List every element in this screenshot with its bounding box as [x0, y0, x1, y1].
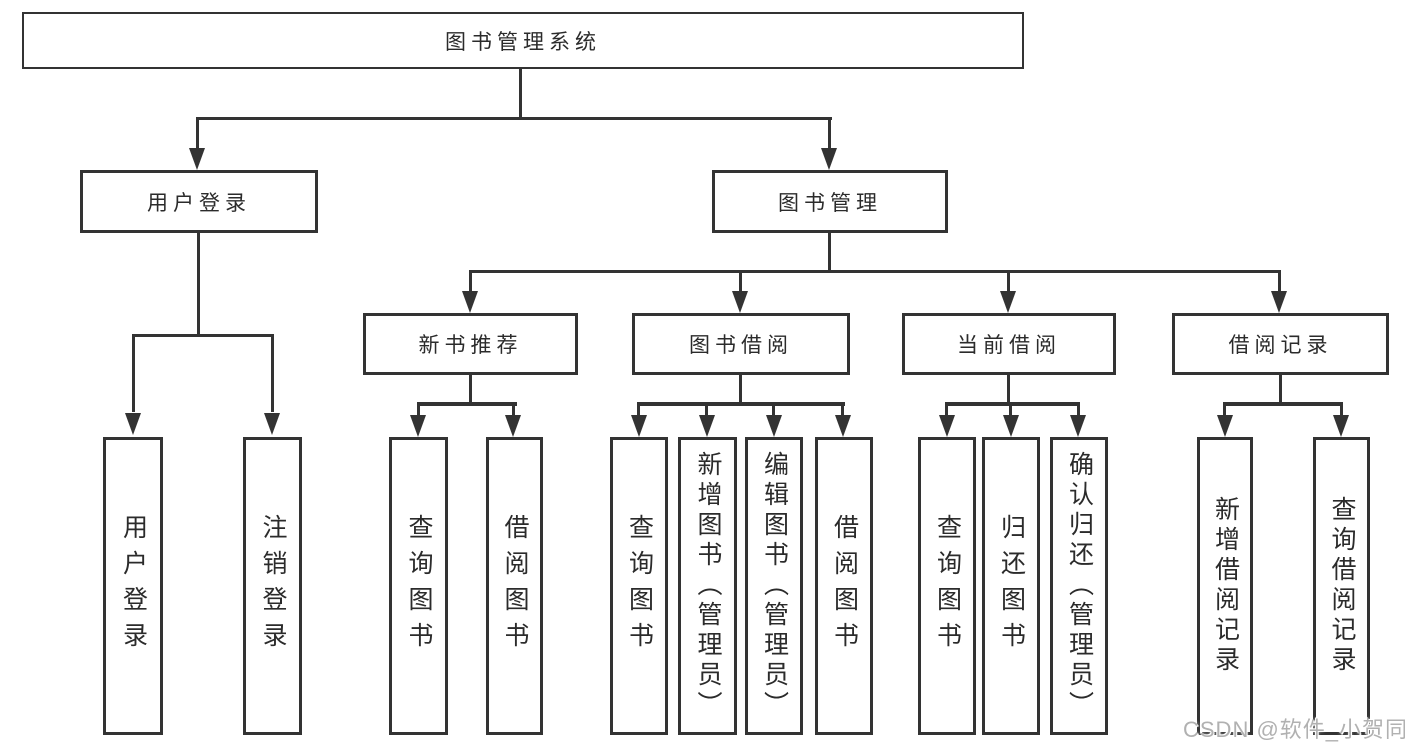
node-label: 新增图书（管理员） [694, 451, 722, 721]
leaf-borrow-books: 借阅图书 [486, 437, 543, 735]
node-label: 当前借阅 [957, 334, 1061, 357]
connector-line [772, 402, 775, 415]
connector-line [196, 117, 832, 120]
leaf-add-books-admin: 新增图书（管理员） [678, 437, 737, 735]
connector-line [1007, 375, 1010, 404]
connector-line [828, 117, 831, 152]
arrow-down-icon [1070, 415, 1086, 437]
arrow-down-icon [505, 415, 521, 437]
arrow-down-icon [1333, 415, 1349, 437]
node-label: 查询图书 [625, 514, 654, 658]
connector-line [945, 402, 948, 415]
connector-line [469, 270, 472, 291]
node-root: 图书管理系统 [22, 12, 1024, 69]
node-book-management: 图书管理 [712, 170, 948, 233]
connector-line [196, 117, 199, 152]
node-label: 用户登录 [147, 191, 251, 215]
connector-line [469, 270, 1281, 273]
node-label: 借阅记录 [1228, 334, 1333, 357]
watermark: CSDN @软件_小贺同学 [1183, 717, 1405, 742]
connector-line [417, 402, 420, 415]
node-label: 图书管理 [778, 191, 882, 215]
connector-line [637, 402, 640, 415]
arrow-down-icon [699, 415, 715, 437]
leaf-add-borrow-record: 新增借阅记录 [1197, 437, 1253, 735]
arrow-down-icon [939, 415, 955, 437]
node-label: 图书管理系统 [445, 30, 601, 54]
node-label: 编辑图书（管理员） [760, 451, 789, 721]
connector-line [1223, 402, 1226, 415]
arrow-down-icon [1217, 415, 1233, 437]
connector-line [945, 402, 1080, 406]
arrow-down-icon [835, 415, 851, 437]
connector-line [705, 402, 708, 415]
node-user-login: 用户登录 [80, 170, 318, 233]
arrow-down-icon [766, 415, 782, 437]
connector-line [1279, 375, 1282, 404]
node-label: 图书借阅 [689, 334, 793, 357]
connector-line [197, 233, 200, 336]
arrow-down-icon [462, 291, 478, 313]
arrow-down-icon [732, 291, 748, 313]
node-label: 确认归还（管理员） [1065, 451, 1094, 721]
arrow-down-icon [410, 415, 426, 437]
arrow-down-icon [631, 415, 647, 437]
leaf-query-borrow-record: 查询借阅记录 [1313, 437, 1370, 735]
node-label: 查询图书 [933, 514, 962, 658]
leaf-edit-books-admin: 编辑图书（管理员） [745, 437, 803, 735]
node-current-borrow: 当前借阅 [902, 313, 1116, 375]
arrow-down-icon [264, 413, 280, 435]
arrow-down-icon [125, 413, 141, 435]
arrow-down-icon [1003, 415, 1019, 437]
connector-line [637, 402, 845, 406]
node-book-borrow: 图书借阅 [632, 313, 850, 375]
leaf-query-books: 查询图书 [389, 437, 448, 735]
arrow-down-icon [189, 148, 205, 170]
node-label: 用户登录 [119, 514, 148, 658]
connector-line [1223, 402, 1343, 406]
connector-line [132, 334, 135, 412]
leaf-borrow-books: 借阅图书 [815, 437, 873, 735]
leaf-confirm-return-admin: 确认归还（管理员） [1050, 437, 1108, 735]
connector-line [739, 375, 742, 404]
connector-line [1077, 402, 1080, 415]
connector-line [1009, 402, 1012, 415]
connector-line [512, 402, 515, 415]
connector-line [132, 334, 274, 337]
connector-line [1007, 270, 1010, 291]
node-label: 查询借阅记录 [1328, 496, 1356, 676]
connector-line [1278, 270, 1281, 291]
leaf-query-books: 查询图书 [610, 437, 668, 735]
arrow-down-icon [1271, 291, 1287, 313]
connector-line [417, 402, 517, 406]
node-label: 借阅图书 [830, 514, 859, 658]
node-new-book-recommend: 新书推荐 [363, 313, 578, 375]
node-label: 查询图书 [405, 514, 433, 658]
node-label: 归还图书 [997, 514, 1026, 658]
leaf-return-books: 归还图书 [982, 437, 1040, 735]
node-label: 新增借阅记录 [1211, 496, 1240, 676]
node-label: 注销登录 [259, 514, 287, 658]
arrow-down-icon [821, 148, 837, 170]
leaf-user-login: 用户登录 [103, 437, 163, 735]
node-label: 新书推荐 [418, 334, 523, 357]
connector-line [469, 375, 472, 404]
connector-line [271, 334, 274, 412]
connector-line [828, 233, 831, 272]
node-label: 借阅图书 [501, 514, 529, 658]
leaf-query-books: 查询图书 [918, 437, 976, 735]
connector-line [739, 270, 742, 291]
leaf-logout: 注销登录 [243, 437, 302, 735]
connector-line [519, 69, 522, 119]
connector-line [1340, 402, 1343, 415]
connector-line [841, 402, 844, 415]
node-borrow-records: 借阅记录 [1172, 313, 1389, 375]
arrow-down-icon [1000, 291, 1016, 313]
